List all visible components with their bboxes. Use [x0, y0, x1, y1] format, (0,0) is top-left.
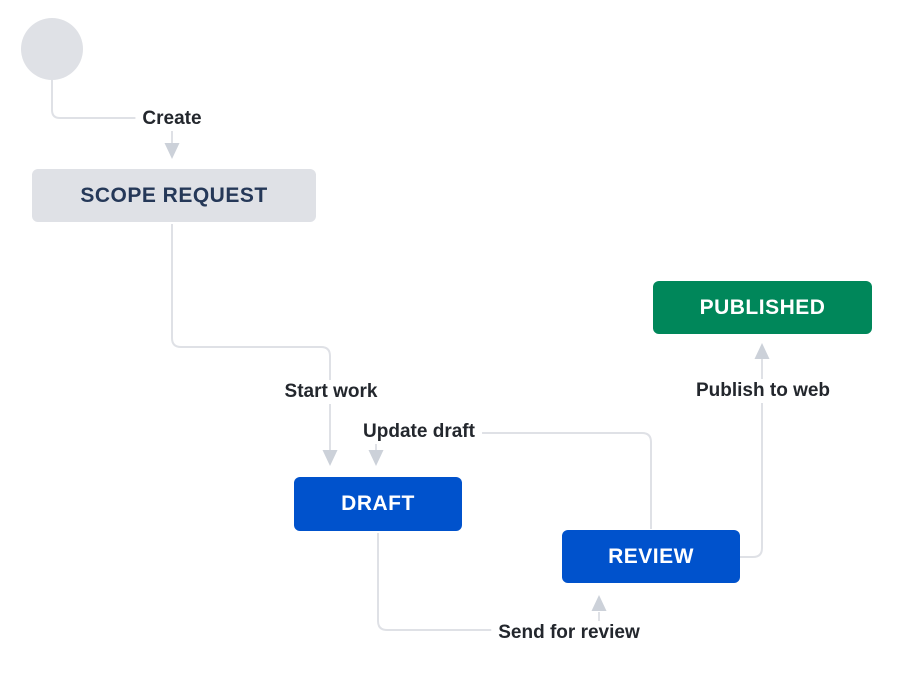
arrowhead-publish-to-web	[754, 343, 770, 359]
status-review[interactable]: REVIEW	[562, 530, 740, 583]
start-node[interactable]	[21, 18, 83, 80]
arrowhead-update-draft	[368, 450, 384, 466]
arrowhead-create	[164, 143, 180, 159]
transition-label-create[interactable]: Create	[135, 107, 209, 131]
transition-label-publish-to-web[interactable]: Publish to web	[688, 379, 838, 403]
status-published[interactable]: PUBLISHED	[653, 281, 872, 334]
transition-line-publish-to-web	[740, 359, 763, 558]
transition-line-start-work	[171, 224, 331, 450]
transition-label-send-for-review[interactable]: Send for review	[491, 621, 647, 645]
arrowhead-start-work	[322, 450, 338, 466]
transition-label-start-work[interactable]: Start work	[277, 380, 385, 404]
arrowhead-send-for-review	[591, 595, 607, 611]
status-draft[interactable]: DRAFT	[294, 477, 462, 531]
transition-label-update-draft[interactable]: Update draft	[356, 420, 482, 444]
status-scope-request[interactable]: SCOPE REQUEST	[32, 169, 316, 222]
